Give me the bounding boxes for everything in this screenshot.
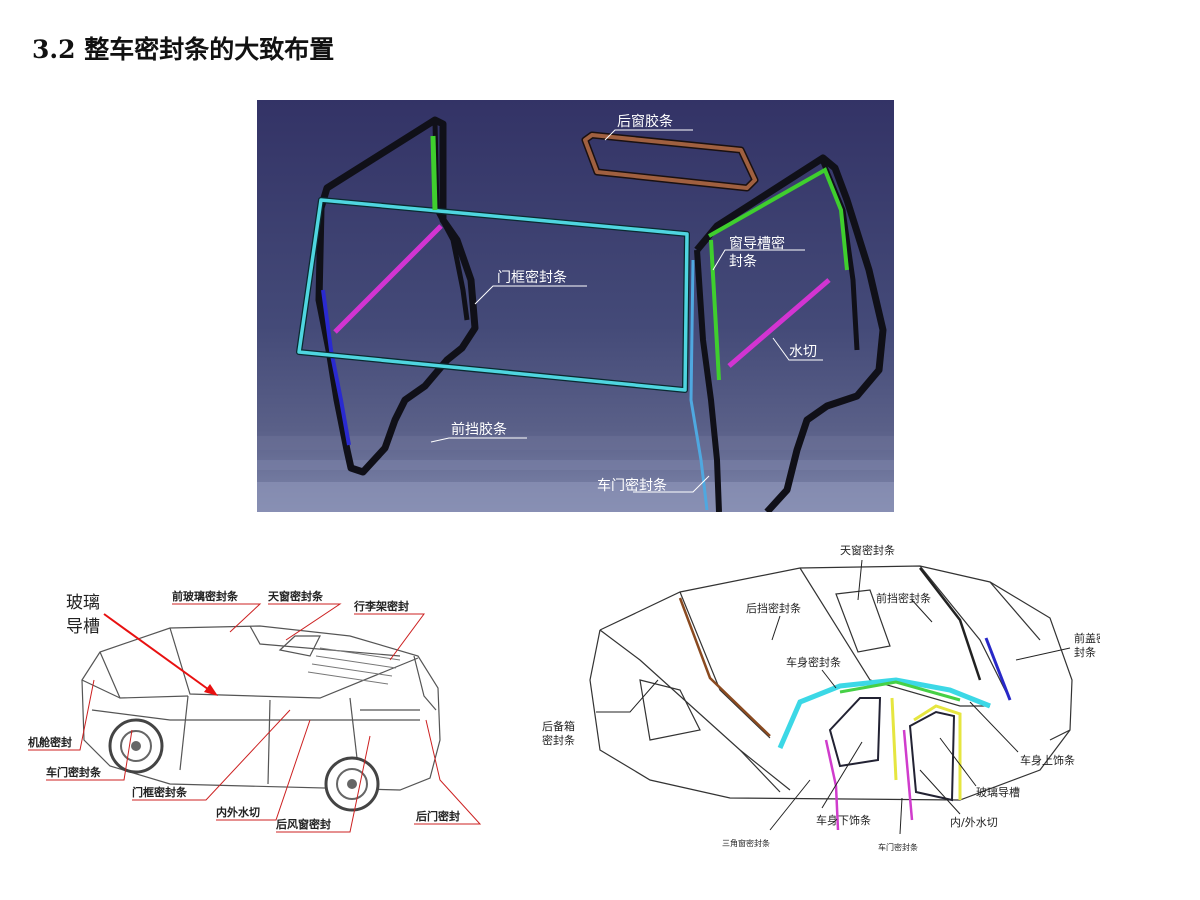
rear-window-seal — [581, 131, 759, 192]
right-window-channel-seal — [708, 167, 849, 381]
label-window-channel: 窗导槽密 封条 — [712, 235, 805, 271]
rear-door-frame — [908, 710, 956, 802]
right-leader-lines — [596, 559, 1071, 835]
label-body: 车身密封条 — [786, 655, 841, 669]
body-upper-trim — [839, 680, 961, 702]
svg-text:水切: 水切 — [789, 344, 817, 360]
label-trunk-1: 后备箱 — [542, 719, 575, 733]
svg-text:窗导槽密: 窗导槽密 — [729, 235, 785, 252]
label-inner-outer-cut: 内外水切 — [216, 805, 260, 819]
body-seal — [777, 677, 991, 749]
label-glass-channel: 玻璃导槽 — [976, 785, 1020, 799]
cad-seal-layout-svg: 后窗胶条 门框密封条 窗导槽密 封条 水切 前挡胶条 车门密封条 — [257, 100, 894, 515]
label-sunroof: 天窗密封条 — [840, 543, 895, 557]
svg-text:车门密封条: 车门密封条 — [597, 477, 667, 494]
svg-text:前挡胶条: 前挡胶条 — [451, 421, 507, 438]
label-sunroof: 天窗密封条 — [268, 589, 324, 603]
label-door: 车门密封条 — [46, 765, 102, 779]
windshield-seal — [296, 197, 690, 393]
right-door-seal — [689, 259, 709, 511]
suv-seal-sketch: 玻璃 导槽 前玻璃密封条 天窗密封条 行李架密封 机舱密封 车门密封条 门框密封… — [20, 570, 500, 860]
front-wheel — [108, 718, 164, 774]
label-rear-window: 后窗胶条 — [604, 113, 693, 141]
label-front-windshield: 前挡密封条 — [876, 591, 931, 605]
suv-body-outline — [81, 625, 441, 791]
label-glass-channel-2: 导槽 — [66, 617, 100, 637]
sedan-seal-sketch: 天窗密封条 后挡密封条 前挡密封条 前盖密 封条 车身密封条 后备箱 密封条 车… — [540, 530, 1107, 865]
label-rear-windshield: 后挡密封条 — [746, 601, 801, 615]
svg-text:封条: 封条 — [729, 253, 757, 270]
label-roof-rack: 行李架密封 — [353, 599, 409, 613]
label-rear-door: 后门密封 — [416, 809, 460, 823]
label-body-lower-trim: 车身下饰条 — [816, 813, 871, 827]
glass-channel — [890, 697, 962, 800]
label-hood-1: 前盖密 — [1074, 631, 1100, 645]
hood-seal — [984, 637, 1012, 701]
suv-seal-sketch-svg: 玻璃 导槽 前玻璃密封条 天窗密封条 行李架密封 机舱密封 车门密封条 门框密封… — [28, 589, 482, 833]
label-trunk-2: 密封条 — [542, 733, 575, 747]
sedan-body-outline — [589, 565, 1073, 801]
leader-lines — [28, 603, 482, 833]
cad-seal-layout-diagram: 后窗胶条 门框密封条 窗导槽密 封条 水切 前挡胶条 车门密封条 — [257, 100, 894, 515]
label-glass-channel-1: 玻璃 — [66, 593, 100, 613]
rear-windshield-seal — [678, 597, 771, 737]
label-triangle-window: 三角窗密封条 — [722, 838, 770, 848]
sedan-seal-sketch-svg: 天窗密封条 后挡密封条 前挡密封条 前盖密 封条 车身密封条 后备箱 密封条 车… — [542, 543, 1107, 852]
label-hood-2: 封条 — [1074, 645, 1096, 659]
label-body-upper-trim: 车身上饰条 — [1020, 753, 1075, 767]
label-water-cut: 水切 — [772, 337, 823, 361]
front-door-frame — [828, 697, 882, 768]
label-door-seal: 车门密封条 — [597, 475, 710, 494]
label-rear-window: 后风窗密封 — [276, 817, 331, 831]
door-seal-magenta-2 — [902, 729, 914, 821]
svg-text:门框密封条: 门框密封条 — [497, 269, 567, 286]
label-hood: 机舱密封 — [28, 735, 72, 749]
door-seal-magenta — [824, 739, 840, 831]
label-windshield: 前挡胶条 — [430, 421, 527, 443]
rear-wheel — [324, 756, 380, 812]
front-windshield-seal — [919, 567, 982, 681]
left-window-channel-seal — [430, 135, 438, 211]
label-door-frame: 门框密封条 — [132, 785, 188, 799]
page-title: 3.2 整车密封条的大致布置 — [32, 35, 335, 64]
svg-text:后窗胶条: 后窗胶条 — [617, 113, 673, 130]
label-door: 车门密封条 — [878, 842, 918, 852]
label-door-frame: 门框密封条 — [474, 269, 587, 305]
left-water-cut-seal — [333, 224, 443, 334]
label-inner-outer-cut: 内/外水切 — [950, 815, 998, 829]
right-water-cut-seal — [727, 278, 831, 368]
roof-rack — [307, 647, 401, 685]
label-front-windshield: 前玻璃密封条 — [172, 589, 239, 603]
glass-channel-arrow — [103, 613, 218, 696]
